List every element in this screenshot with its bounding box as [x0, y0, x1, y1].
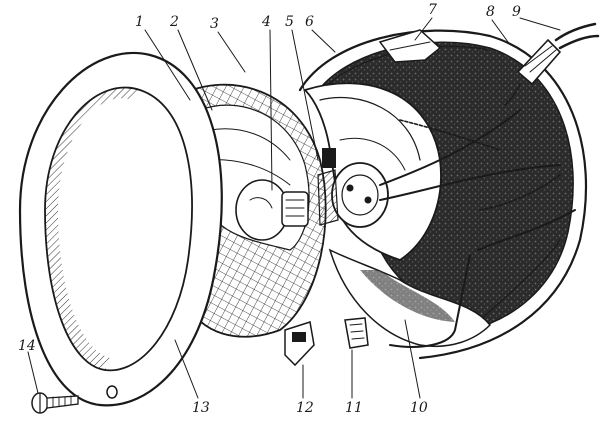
wiring: [379, 109, 561, 211]
callout-11: 11: [345, 400, 363, 416]
cable-entry: [504, 22, 600, 106]
adjust-screw: [344, 317, 369, 349]
callout-7: 7: [428, 2, 437, 18]
mount-bracket: [284, 321, 315, 367]
callout-4: 4: [261, 14, 271, 30]
callout-5: 5: [285, 14, 294, 30]
callout-8: 8: [486, 4, 495, 20]
callout-13: 13: [192, 400, 210, 416]
callout-6: 6: [305, 14, 314, 30]
leader-lines: [27, 17, 561, 399]
callout-1: 1: [135, 14, 144, 30]
callout-9: 9: [512, 4, 521, 20]
top-clip: [378, 29, 442, 63]
rim-ring: [18, 52, 223, 407]
callout-2: 2: [169, 14, 179, 30]
callout-labels: 1 2 3 4 5 6 7 8 9 10 11 12 13 14: [18, 2, 521, 416]
rim-screw: [31, 392, 79, 414]
bulb-socket: [317, 148, 389, 228]
callout-12: 12: [296, 400, 314, 416]
bulb: [235, 179, 309, 241]
callout-14: 14: [18, 338, 36, 354]
callout-3: 3: [210, 16, 219, 32]
callout-10: 10: [410, 400, 428, 416]
